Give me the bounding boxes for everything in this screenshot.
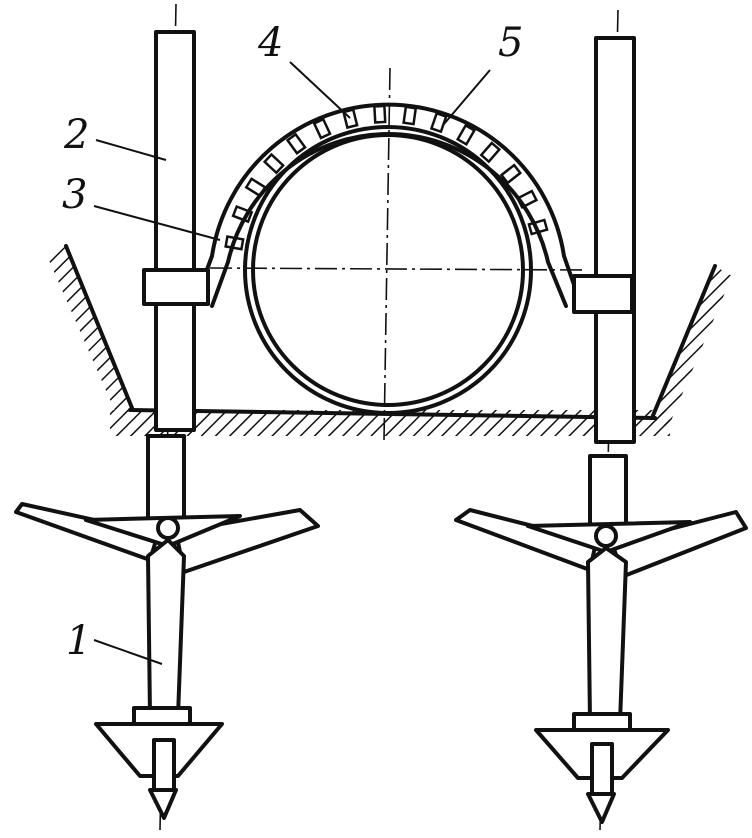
lining-slat: [262, 152, 285, 175]
leader-lines: [93, 61, 491, 665]
lining-slat: [499, 163, 523, 185]
left-anchor: [14, 3, 320, 831]
left-pivot-pin: [156, 516, 180, 540]
pipe-horizontal-axis: [209, 267, 586, 271]
right-screw-tip: [586, 792, 616, 824]
right-slope-soil: [652, 266, 732, 428]
lining-slat: [455, 123, 477, 147]
label-part-1: 1: [66, 618, 91, 664]
right-slope-edge: [650, 264, 717, 420]
left-slope-soil: [48, 246, 132, 418]
lining-slat: [402, 105, 418, 126]
pipe-vertical-axis: [383, 67, 391, 441]
label-part-3: 3: [62, 172, 87, 218]
leader-part-2: [95, 139, 167, 161]
leader-part-1: [93, 639, 163, 665]
lining-slat: [341, 108, 359, 130]
right-rod-upper: [594, 36, 636, 444]
right-pivot-pin: [594, 524, 618, 548]
right-anchor: [454, 9, 748, 831]
left-screw-shank: [152, 738, 176, 792]
left-rod-mid: [146, 434, 186, 528]
right-rod-lower: [586, 546, 628, 724]
saddle-band-inner: [210, 132, 568, 308]
right-clamp: [572, 274, 634, 314]
lining-slat: [429, 111, 448, 134]
label-part-5: 5: [498, 20, 523, 66]
label-part-2: 2: [63, 112, 89, 158]
left-rod-lower: [146, 538, 186, 718]
lining-slat: [312, 117, 332, 140]
left-screw-tip: [148, 788, 178, 820]
leader-part-5: [443, 69, 491, 125]
leader-part-4: [289, 61, 351, 119]
lining-slat: [373, 104, 387, 124]
label-part-4: 4: [257, 20, 283, 66]
right-screw-shank: [590, 742, 614, 796]
leader-part-3: [93, 205, 221, 241]
lining-slat: [285, 132, 307, 155]
saddle-band-outer: [193, 102, 582, 304]
lining-slat: [479, 141, 502, 164]
left-slope-edge: [64, 244, 134, 410]
left-clamp: [142, 268, 210, 306]
saddle-band: [193, 102, 582, 308]
